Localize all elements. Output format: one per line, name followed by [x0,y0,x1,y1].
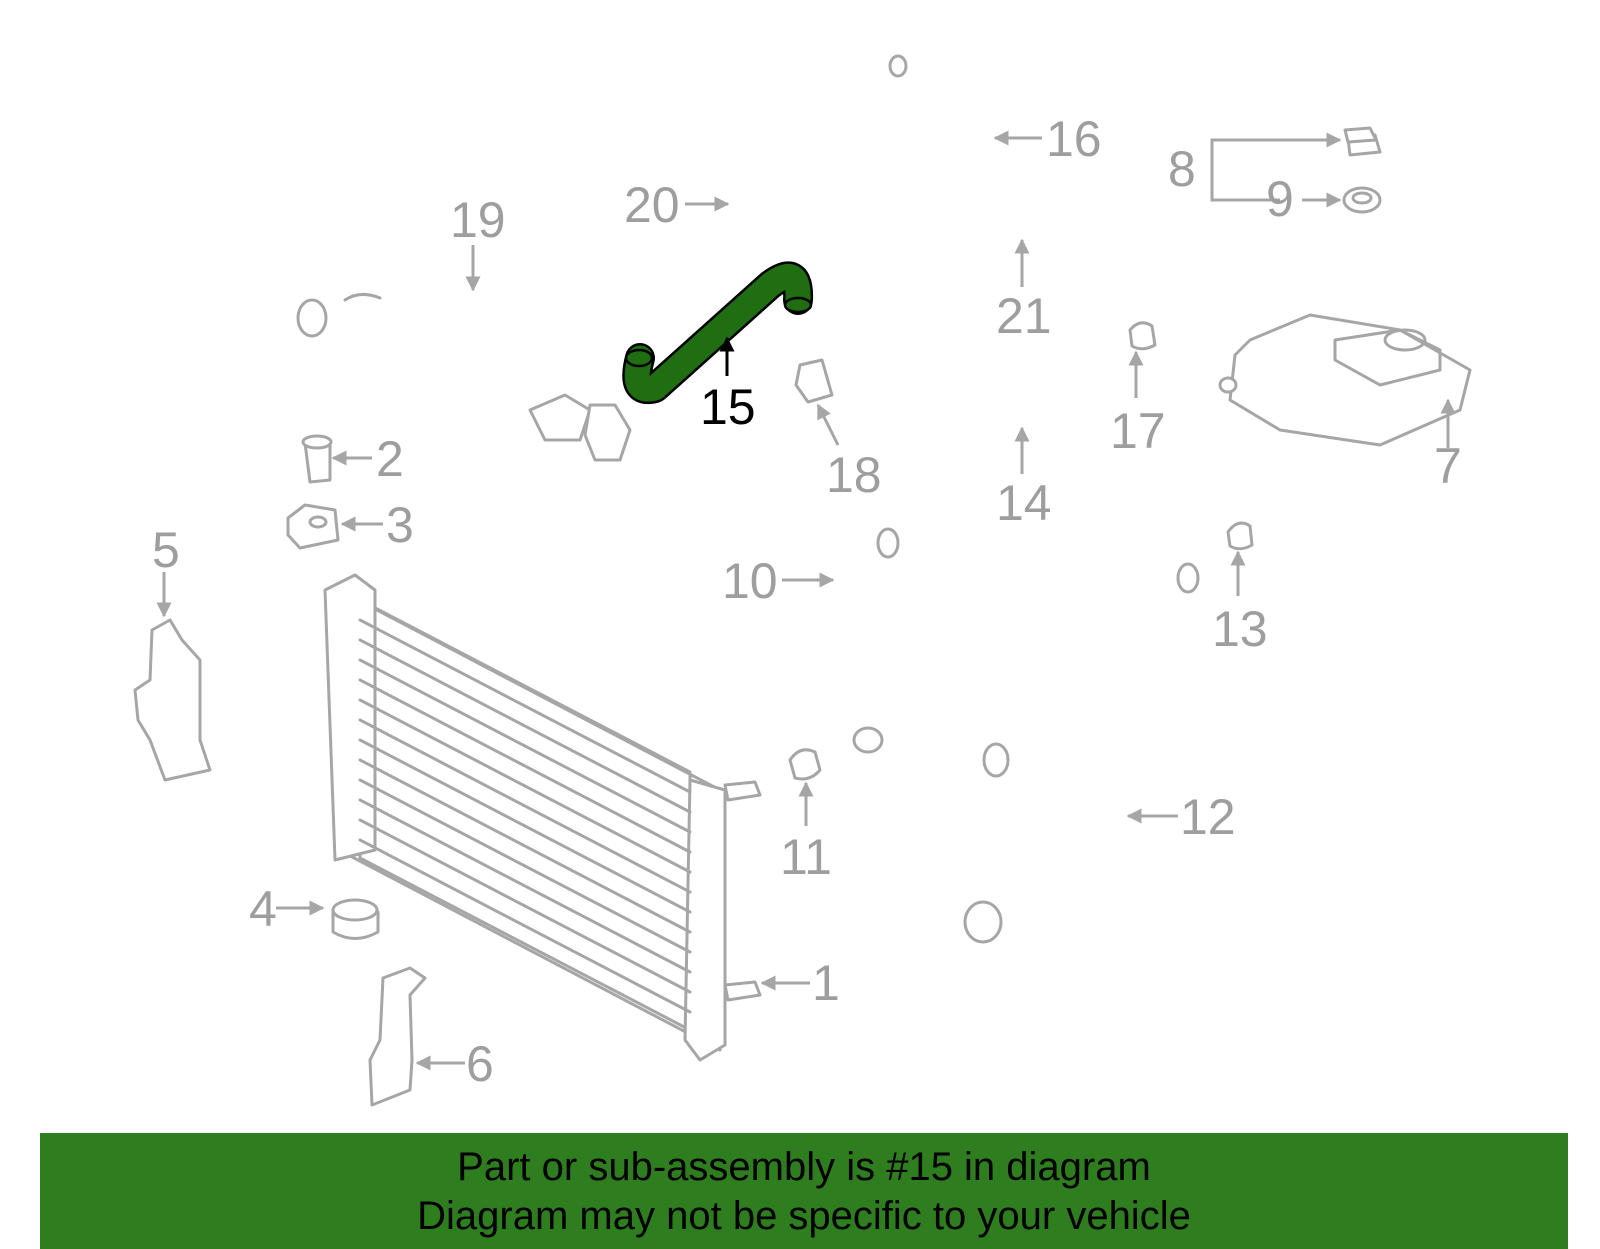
callout-11: 11 [780,829,832,885]
callout-18: 18 [826,447,882,503]
callout-17: 17 [1110,403,1166,459]
part-7-expansion-tank[interactable] [1218,313,1472,447]
part-13-clamp[interactable] [1226,521,1254,551]
part-18-bracket[interactable] [794,358,834,404]
info-banner: Part or sub-assembly is #15 in diagram D… [40,1133,1568,1249]
callout-8: 8 [1168,141,1196,197]
part-5-bracket[interactable] [133,618,212,782]
callout-7: 7 [1434,438,1462,494]
banner-line-2: Diagram may not be specific to your vehi… [417,1194,1191,1238]
callout-20: 20 [624,177,680,233]
callout-6: 6 [466,1036,494,1092]
part-4-mount[interactable] [331,898,380,940]
radiator-part-1[interactable] [323,573,762,1062]
part-14-hose[interactable] [919,362,1091,422]
callout-14: 14 [996,475,1052,531]
part-2-bushing[interactable] [301,434,333,484]
callout-13: 13 [1212,601,1268,657]
callout-15-highlighted: 15 [700,379,756,435]
part-3-mount[interactable] [286,503,340,550]
part-12-pipe-assembly[interactable] [963,562,1200,944]
part-11-clamp[interactable] [788,748,822,781]
callout-12: 12 [1180,789,1236,845]
callout-2: 2 [376,431,404,487]
part-15-hose-highlighted[interactable] [622,261,814,405]
part-16-hose[interactable] [934,104,1002,211]
part-21-hose[interactable] [945,231,1080,323]
callout-19: 19 [450,192,506,248]
banner-line-1: Part or sub-assembly is #15 in diagram [457,1145,1151,1189]
part-8-cap[interactable] [1343,126,1382,157]
part-9-seal[interactable] [1342,186,1382,214]
part-20-pipe[interactable] [730,54,908,250]
part-19-pipe[interactable] [296,253,632,462]
callout-21: 21 [996,288,1052,344]
callout-9: 9 [1266,171,1294,227]
callout-4: 4 [249,881,277,937]
callout-1: 1 [812,955,840,1011]
callout-10: 10 [722,553,778,609]
part-6-bracket[interactable] [368,966,427,1107]
part-17-clamp[interactable] [1128,321,1157,351]
leader-lines [156,130,1456,1071]
callout-3: 3 [386,497,414,553]
part-10-hose[interactable] [840,527,923,754]
callout-16: 16 [1046,111,1102,167]
callout-5: 5 [152,522,180,578]
